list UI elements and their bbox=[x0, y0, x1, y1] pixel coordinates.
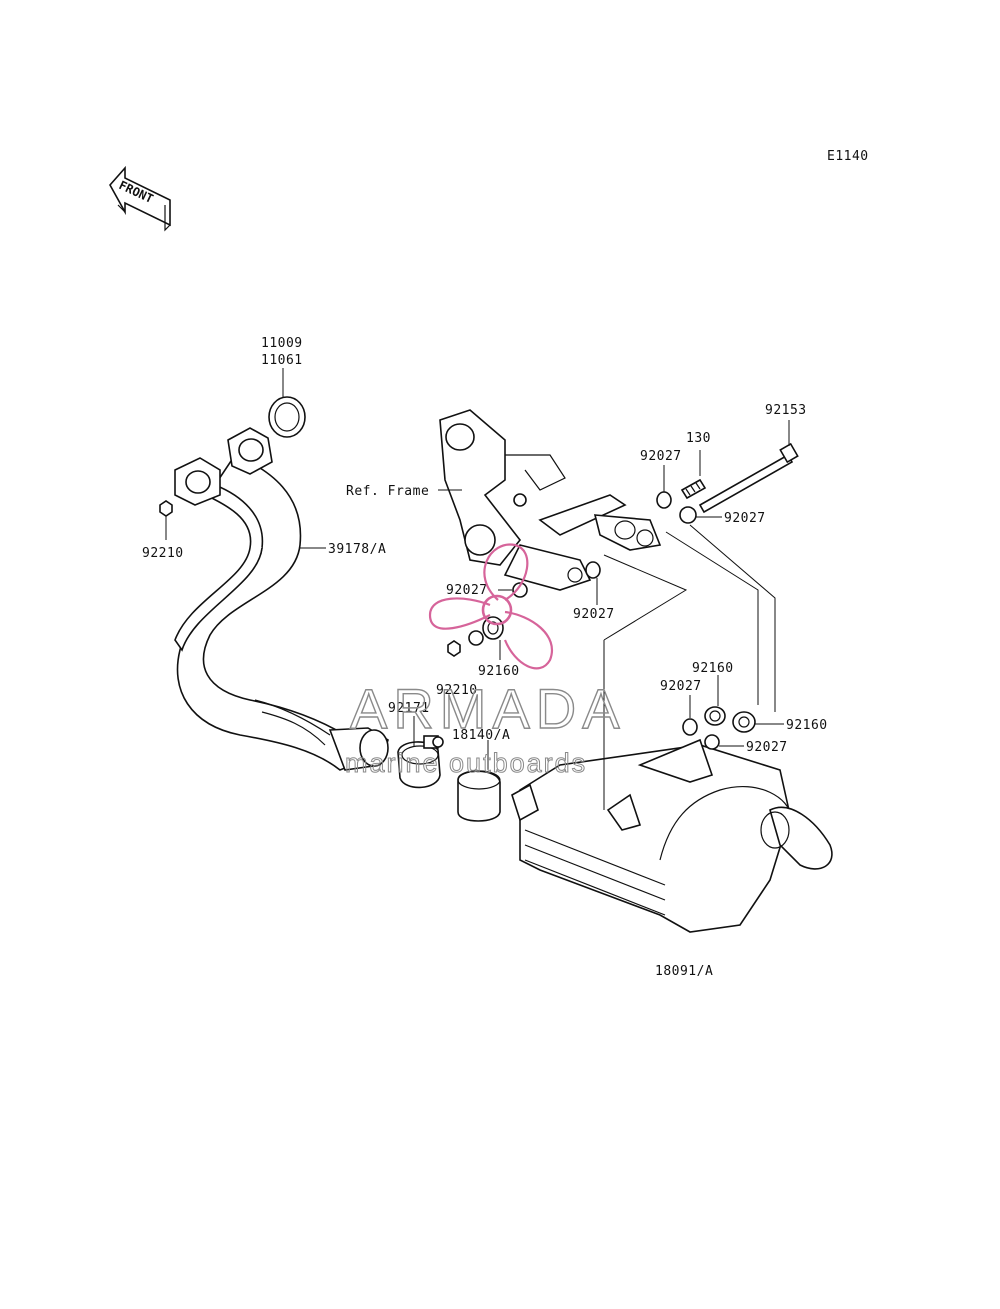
front-arrow-icon: FRONT bbox=[109, 165, 171, 232]
label-130: 130 bbox=[686, 431, 711, 446]
muffler-18091 bbox=[511, 738, 833, 933]
label-92027-bottom: 92027 bbox=[746, 740, 788, 755]
gasket-sleeve-18140 bbox=[457, 770, 501, 822]
washer-92027-mid-right bbox=[585, 561, 601, 579]
assembly-lines bbox=[603, 524, 776, 810]
diagram-code: E1140 bbox=[827, 149, 869, 164]
frame-reference bbox=[439, 409, 662, 591]
nut-92210-mid bbox=[447, 640, 461, 657]
watermark-title: ARMADA bbox=[350, 677, 626, 740]
damper-92160-right-top bbox=[704, 706, 726, 726]
damper-92160-right bbox=[732, 711, 756, 733]
label-92210-left: 92210 bbox=[142, 546, 184, 561]
pipe-flange-upper bbox=[227, 427, 273, 475]
washer-92027-right-low bbox=[682, 718, 698, 736]
label-92160-right-top: 92160 bbox=[692, 661, 734, 676]
bolt-130 bbox=[680, 478, 707, 500]
label-92027-right-low: 92027 bbox=[660, 679, 702, 694]
label-92027-right: 92027 bbox=[724, 511, 766, 526]
label-92153: 92153 bbox=[765, 403, 807, 418]
label-92160-right: 92160 bbox=[786, 718, 828, 733]
armada-watermark-logo: ARMADA marine outboards bbox=[345, 543, 626, 779]
nut-92210-left bbox=[159, 500, 173, 517]
pipe-outlet bbox=[328, 727, 389, 771]
washer-92027-right bbox=[679, 506, 697, 524]
label-11061: 11061 bbox=[261, 353, 303, 368]
label-18140: 18140/A bbox=[452, 728, 510, 743]
label-11009: 11009 bbox=[261, 336, 303, 351]
label-92027-top: 92027 bbox=[640, 449, 682, 464]
washer-92027-top bbox=[656, 491, 672, 509]
label-92160-mid: 92160 bbox=[478, 664, 520, 679]
washer-92027-bottom bbox=[704, 734, 720, 750]
label-18091: 18091/A bbox=[655, 964, 713, 979]
damper-92160-mid bbox=[468, 616, 504, 646]
label-92027-mid-right: 92027 bbox=[573, 607, 615, 622]
bolt-92153 bbox=[698, 442, 799, 514]
washer-92027-mid-left bbox=[512, 582, 528, 598]
label-ref-frame: Ref. Frame bbox=[346, 484, 429, 499]
propeller-icon bbox=[428, 543, 553, 670]
label-39178: 39178/A bbox=[328, 542, 386, 557]
pipe-flange-lower bbox=[174, 457, 221, 506]
label-92210-mid: 92210 bbox=[436, 683, 478, 698]
clamp-92171 bbox=[397, 735, 444, 789]
label-92171: 92171 bbox=[388, 701, 430, 716]
gasket-ring bbox=[268, 396, 306, 438]
watermark-subtitle: marine outboards bbox=[345, 748, 587, 778]
label-92027-mid-left: 92027 bbox=[446, 583, 488, 598]
